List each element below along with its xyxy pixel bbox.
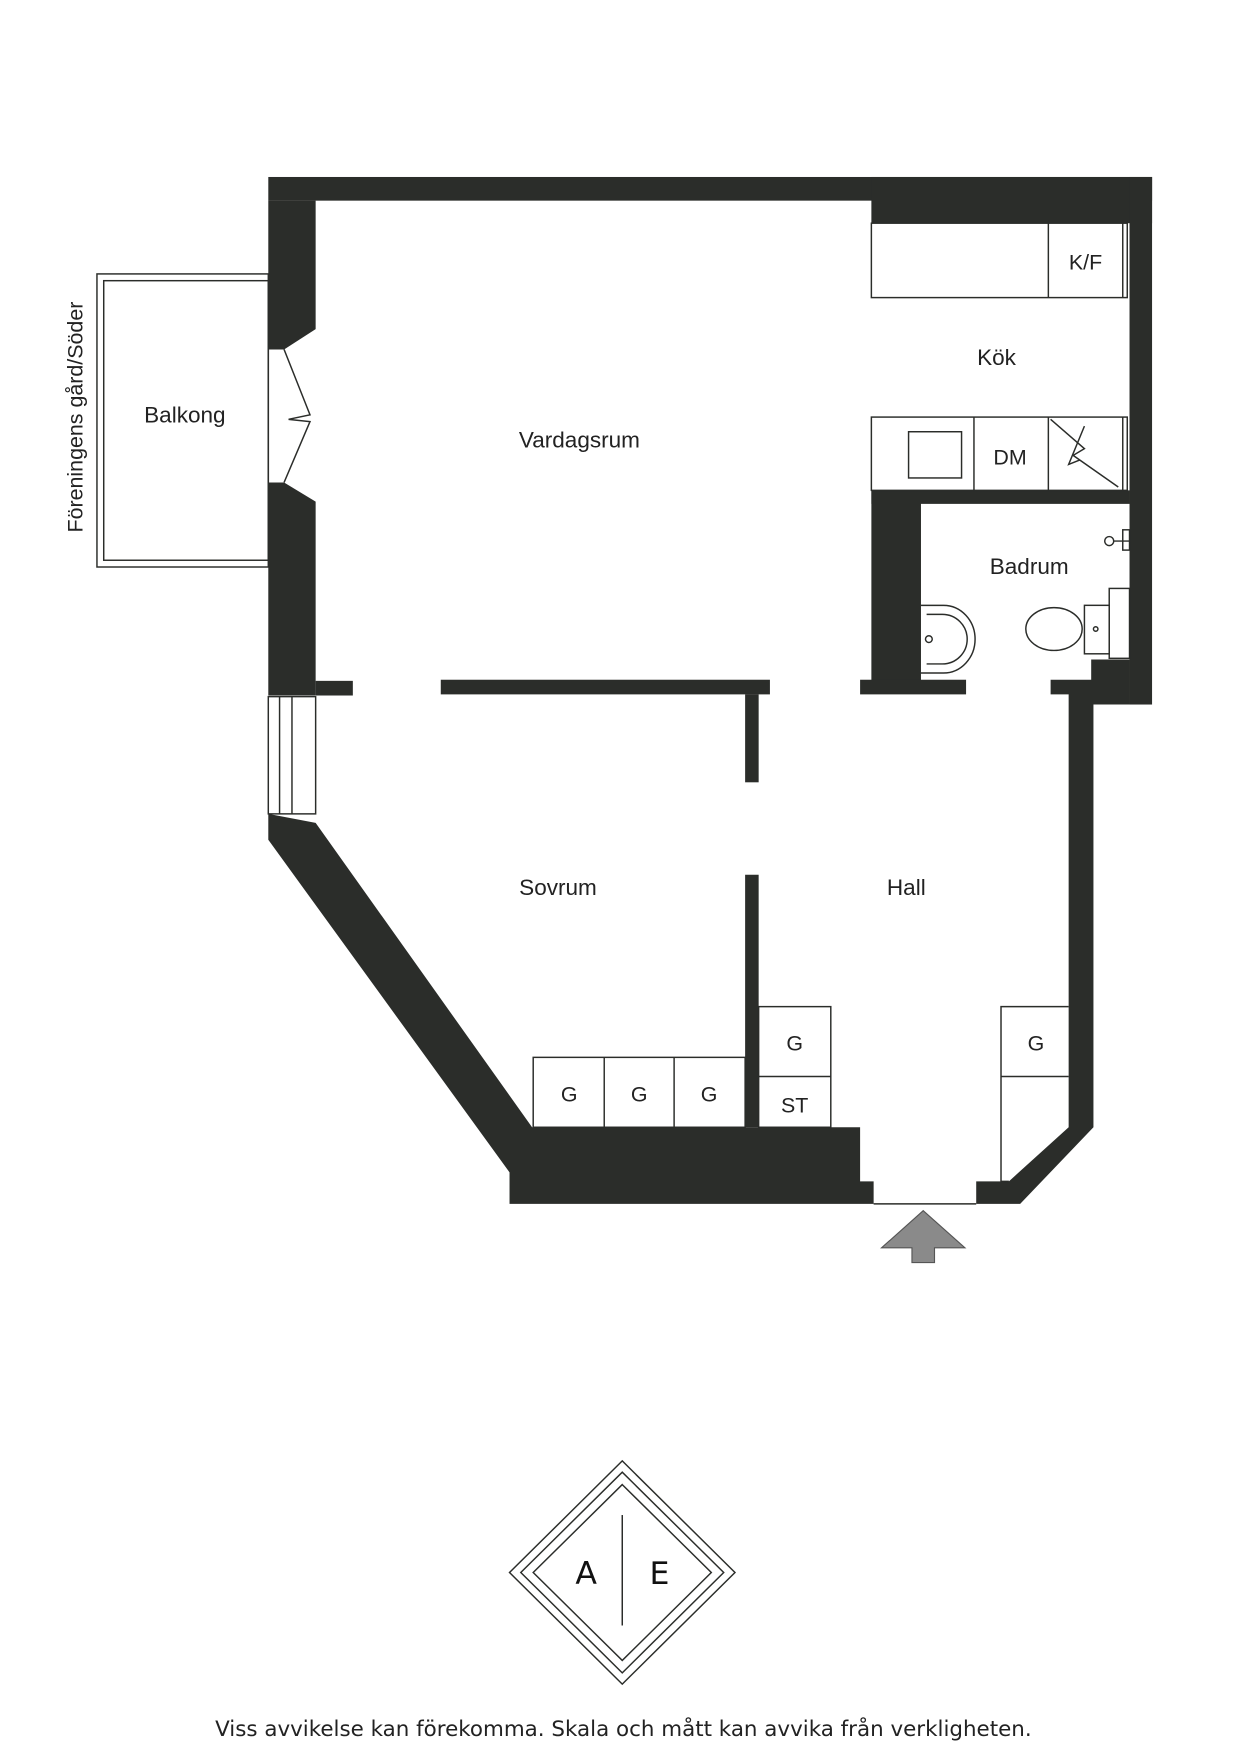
label-wardrobe: G bbox=[786, 1032, 803, 1056]
label-wardrobe: G bbox=[701, 1082, 718, 1106]
entrance-arrow-icon bbox=[880, 1209, 967, 1264]
disclaimer: Viss avvikelse kan förekomma. Skala och … bbox=[215, 1716, 1032, 1742]
window bbox=[267, 695, 317, 815]
label-fridge-freezer: K/F bbox=[1069, 250, 1102, 274]
room-label-kitchen: Kök bbox=[977, 345, 1017, 370]
label-dishwasher: DM bbox=[993, 445, 1026, 469]
room-label-balcony: Balkong bbox=[144, 403, 225, 428]
toilet-icon bbox=[1025, 606, 1083, 652]
walls bbox=[268, 176, 1153, 1204]
orientation-label: Föreningens gård/Söder bbox=[63, 302, 87, 533]
sink-icon bbox=[907, 431, 963, 479]
logo: A E bbox=[508, 1459, 737, 1686]
room-label-bedroom: Sovrum bbox=[519, 875, 597, 900]
shower-icon bbox=[1103, 529, 1131, 551]
kitchen-counters bbox=[870, 222, 1128, 492]
label-wardrobe: G bbox=[631, 1082, 648, 1106]
label-storage: ST bbox=[781, 1094, 808, 1118]
bathroom-fixtures bbox=[920, 529, 1131, 674]
entrance bbox=[873, 1203, 977, 1264]
balcony-door bbox=[267, 349, 312, 483]
label-wardrobe: G bbox=[561, 1082, 578, 1106]
logo-letter-a: A bbox=[575, 1556, 597, 1592]
room-label-hall: Hall bbox=[887, 875, 926, 900]
washbasin-icon bbox=[920, 604, 976, 674]
stove-icon bbox=[1050, 418, 1119, 488]
logo-letter-e: E bbox=[649, 1556, 669, 1592]
label-wardrobe: G bbox=[1028, 1032, 1045, 1056]
room-label-living-room: Vardagsrum bbox=[519, 428, 640, 453]
room-label-bathroom: Badrum bbox=[990, 554, 1069, 579]
wardrobes bbox=[532, 1005, 1069, 1183]
